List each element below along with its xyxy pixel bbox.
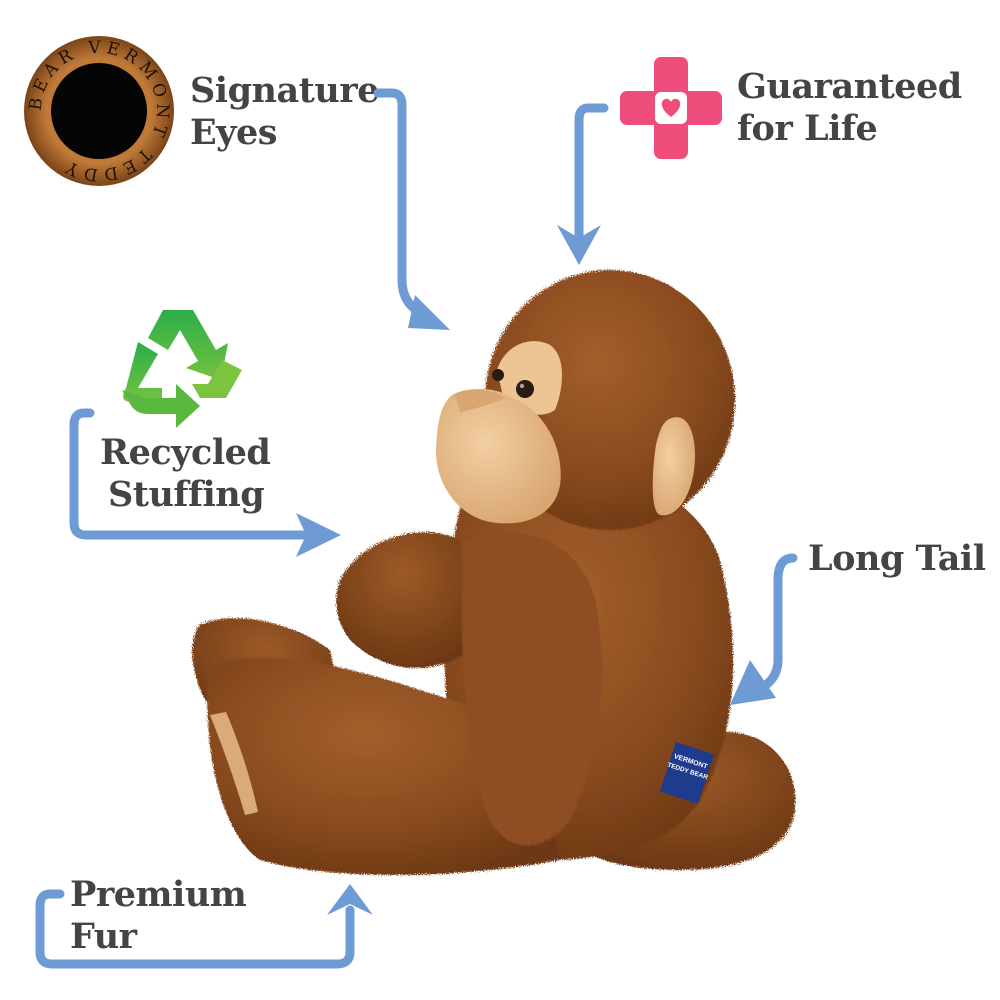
feature-premium-fur: Premium Fur xyxy=(70,874,247,957)
arrow-guaranteed-for-life xyxy=(552,100,612,270)
feature-recycled-stuffing: Recycled Stuffing xyxy=(100,432,271,515)
arrow-long-tail xyxy=(728,550,808,710)
heart-cross-icon xyxy=(620,57,722,159)
feature-long-tail: Long Tail xyxy=(808,538,986,579)
brand-tag xyxy=(659,742,715,804)
arrow-premium-fur xyxy=(32,880,372,975)
arrow-signature-eyes xyxy=(370,85,460,335)
eye-button-icon: BEAR VERMONT TEDDY xyxy=(22,34,176,188)
arrow-recycled-stuffing xyxy=(66,405,346,565)
recycle-icon xyxy=(108,302,250,437)
feature-signature-eyes: Signature Eyes xyxy=(190,70,380,153)
feature-guaranteed-for-life: Guaranteed for Life xyxy=(737,66,962,149)
